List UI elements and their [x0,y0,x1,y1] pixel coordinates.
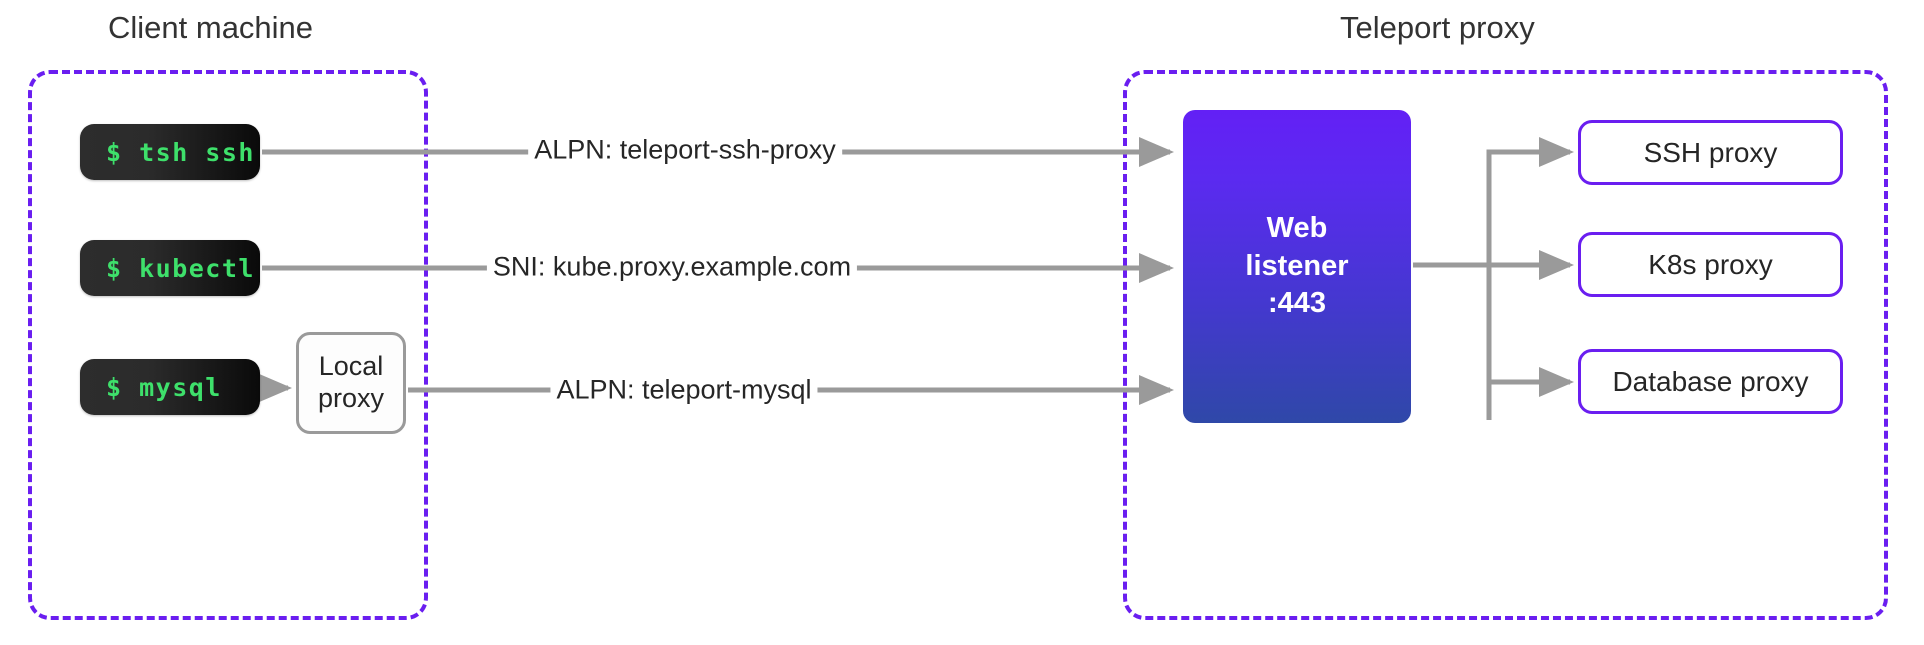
terminal-mysql-label: $ mysql [106,372,222,402]
flow-label-sni-kube: SNI: kube.proxy.example.com [486,251,858,283]
terminal-kubectl[interactable]: $ kubectl [80,240,260,296]
ssh-proxy-node[interactable]: SSH proxy [1578,120,1843,185]
terminal-tsh-ssh-label: $ tsh ssh [106,137,255,167]
k8s-proxy-node[interactable]: K8s proxy [1578,232,1843,297]
web-listener-line2: listener [1245,249,1349,282]
web-listener-node[interactable]: Web listener :443 [1183,110,1411,423]
teleport-proxy-title: Teleport proxy [1340,10,1535,45]
web-listener-label: Web listener :443 [1245,210,1348,323]
terminal-mysql[interactable]: $ mysql [80,359,260,415]
web-listener-line3: :443 [1267,287,1327,320]
local-proxy-node[interactable]: Local proxy [296,332,406,434]
local-proxy-label-line1: Local [318,351,384,382]
local-proxy-label: Local proxy [318,351,384,415]
ssh-proxy-label: SSH proxy [1643,136,1778,168]
k8s-proxy-label: K8s proxy [1648,248,1773,280]
flow-label-alpn-ssh: ALPN: teleport-ssh-proxy [528,134,842,166]
client-machine-boundary [28,70,428,620]
flow-label-alpn-mysql: ALPN: teleport-mysql [550,374,818,406]
client-machine-title: Client machine [108,10,314,45]
database-proxy-label: Database proxy [1612,365,1809,397]
database-proxy-node[interactable]: Database proxy [1578,349,1843,414]
web-listener-line1: Web [1266,211,1328,244]
local-proxy-label-line2: proxy [317,383,385,413]
terminal-kubectl-label: $ kubectl [106,253,255,283]
terminal-tsh-ssh[interactable]: $ tsh ssh [80,124,260,180]
teleport-proxy-boundary [1123,70,1888,620]
